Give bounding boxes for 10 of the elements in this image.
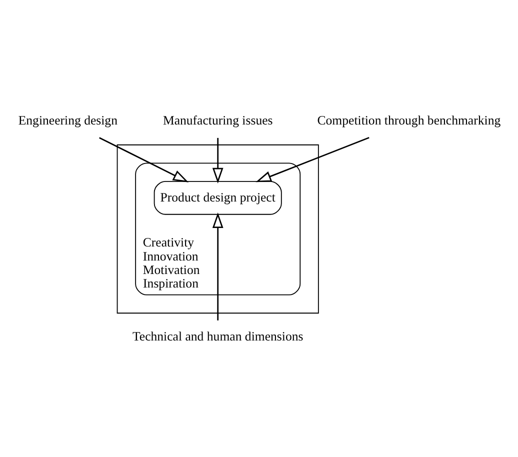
node-text: Technical and human dimensions [132, 328, 304, 343]
cluster [116, 144, 319, 314]
arrow [212, 212, 224, 320]
arrow [99, 136, 189, 182]
node-text: Competition through benchmarking [317, 112, 501, 127]
arrow [212, 137, 224, 183]
node-text: Manufacturing issues [162, 112, 273, 127]
node-text: Engineering design [18, 112, 118, 127]
arrow [256, 136, 370, 182]
node-box: Product design project [154, 180, 282, 214]
